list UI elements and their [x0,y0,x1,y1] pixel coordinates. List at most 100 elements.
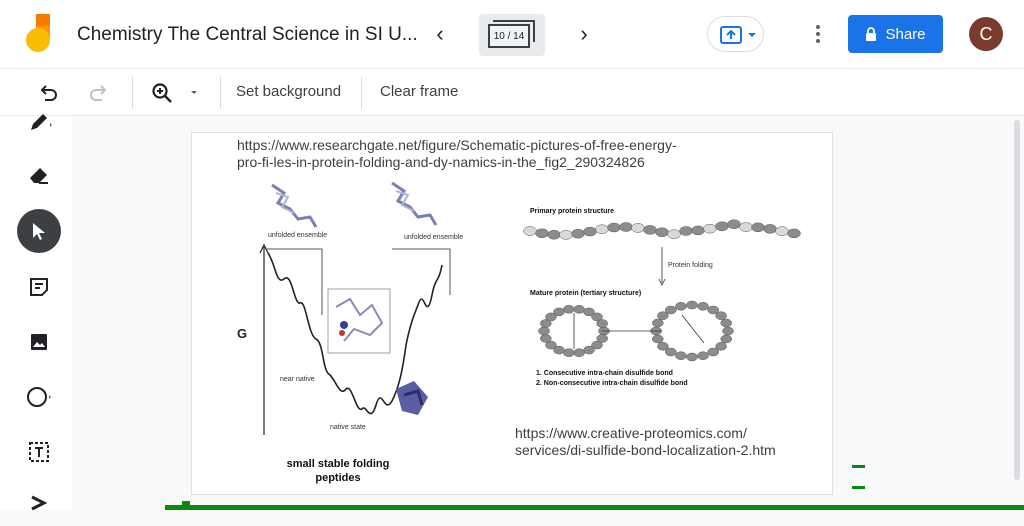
source-url-top: https://www.researchgate.net/figure/Sche… [237,137,677,171]
zoom-in-icon [152,83,172,103]
zoom-box [327,288,391,354]
native-protein-icon [396,381,428,415]
folded-protein-loop [538,300,734,362]
toolbar: Set background Clear frame [0,68,1024,116]
amino-acid-bead [722,326,734,336]
near-native-label: near native [280,376,315,383]
amino-acid-bead [583,345,595,355]
amino-acid-bead [763,224,777,234]
zoom-button[interactable] [148,79,176,107]
present-to-screen-icon [720,26,756,44]
amino-acid-bead [657,342,669,351]
energy-landscape-figure: unfolded ensemble unfolded ensemble near… [237,181,463,484]
top-bar: Chemistry The Central Science in SI U...… [0,0,1024,68]
amino-acid-bead [715,311,727,320]
text-box-tool-button[interactable] [17,430,61,474]
ink-stroke [852,465,865,468]
amino-acid-bead [679,226,693,236]
amino-acid-bead [707,305,719,315]
unfolded-ensemble-right-label: unfolded ensemble [404,234,463,241]
amino-acid-bead [667,229,681,239]
protein-structure-middle-icon [335,297,384,342]
amino-acid-bead [571,228,585,239]
previous-frame-button[interactable]: ‹ [426,20,454,48]
amino-acid-bead [657,311,669,320]
amino-acid-bead [553,345,565,355]
amino-acid-bead [715,342,727,351]
amino-acid-bead [535,228,549,239]
amino-acid-bead [583,307,595,317]
amino-acid-chain [523,219,801,240]
vertical-scrollbar[interactable] [1014,120,1020,480]
redo-button[interactable] [85,79,113,107]
share-label: Share [885,25,926,43]
amino-acid-bead [665,347,677,357]
amino-acid-bead [686,300,698,310]
amino-acid-bead [691,225,705,236]
eraser-icon [30,168,48,184]
source-url-bottom-line2: services/di-sulfide-bond-localization-2.… [515,442,776,458]
undo-icon [40,85,57,101]
legend-non-consecutive-bond: 2. Non-consecutive intra-chain disulfide… [536,380,688,387]
lock-icon [866,27,877,41]
frame-counter-button[interactable]: 10 / 14 [479,14,545,56]
amino-acid-bead [553,307,565,317]
sticky-note-tool-button[interactable] [17,265,61,309]
amino-acid-bead [787,228,801,239]
amino-acid-bead [545,312,557,322]
image-tool-button[interactable] [17,320,61,364]
source-url-top-line1: https://www.researchgate.net/figure/Sche… [237,137,677,153]
set-background-button[interactable]: Set background [236,83,342,100]
eraser-tool-button[interactable] [17,153,61,197]
amino-acid-bead [720,318,732,328]
toolbar-divider [132,77,133,109]
amino-acid-bead [540,334,552,343]
ink-stroke-line [165,505,1024,510]
amino-acid-bead [596,319,608,328]
jamboard-logo[interactable] [24,14,54,54]
amino-acid-bead [720,334,732,344]
mature-protein-label: Mature protein (tertiary structure) [530,290,641,297]
amino-acid-bead [607,222,621,233]
source-url-bottom: https://www.creative-proteomics.com/ ser… [515,425,776,459]
next-frame-button[interactable]: › [570,20,598,48]
jam-frame[interactable]: https://www.researchgate.net/figure/Sche… [192,133,832,494]
amino-acid-bead [545,340,557,350]
cast-button[interactable] [707,16,764,52]
more-options-button[interactable] [806,20,830,48]
figure-caption-line1: small stable folding [287,458,390,470]
tool-panel [0,114,72,511]
avatar[interactable]: C [969,17,1003,51]
document-title[interactable]: Chemistry The Central Science in SI U... [77,24,418,45]
g-axis-arrow [259,243,269,435]
laser-tool-button[interactable] [17,482,61,526]
folding-arrow [658,247,666,286]
pen-icon [31,114,52,130]
primary-structure-label: Primary protein structure [530,208,614,215]
shape-tool-button[interactable] [17,375,61,419]
ink-stroke [852,486,865,489]
undo-button[interactable] [34,79,62,107]
clear-frame-button[interactable]: Clear frame [380,83,459,100]
amino-acid-bead [739,222,753,232]
pen-tool-button[interactable] [17,100,61,144]
amino-acid-bead [563,348,575,357]
unfolded-ensemble-left-label: unfolded ensemble [268,232,327,239]
share-button[interactable]: Share [848,15,943,53]
ensemble-bracket [266,248,451,315]
select-tool-button[interactable] [17,209,61,253]
amino-acid-bead [573,305,585,314]
amino-acid-bead [665,305,677,315]
amino-acid-bead [675,302,687,311]
frame-stack-icon [493,20,535,42]
amino-acid-bead [559,230,573,240]
amino-acid-bead [751,222,765,233]
sticky-note-icon [30,278,48,296]
free-energy-curve [267,252,443,415]
amino-acid-bead [563,305,575,314]
amino-acid-bead [775,226,789,236]
amino-acid-bead [652,318,664,328]
zoom-dropdown-button[interactable] [184,79,204,107]
amino-acid-bead [619,222,633,232]
amino-acid-bead [675,351,687,360]
